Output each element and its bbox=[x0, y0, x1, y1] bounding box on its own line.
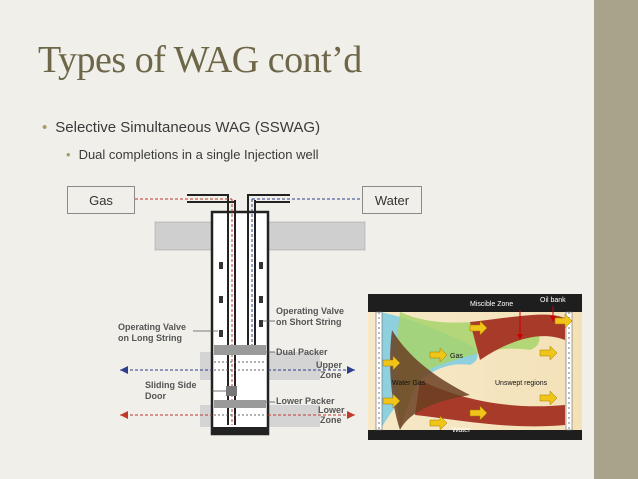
bullet-level-2: • Dual completions in a single Injection … bbox=[66, 147, 318, 162]
label-operating-valve-long-2: on Long String bbox=[118, 333, 182, 343]
bullet-dot: • bbox=[42, 119, 48, 136]
label-sliding-side-door: Sliding Side bbox=[145, 380, 197, 390]
lower-packer bbox=[214, 400, 266, 408]
bullet-text: Dual completions in a single Injection w… bbox=[78, 147, 319, 162]
label-lower-zone-2: Zone bbox=[320, 415, 342, 425]
label-operating-valve-long: Operating Valve bbox=[118, 322, 186, 332]
label-sliding-side-door-2: Door bbox=[145, 391, 166, 401]
label-dual-packer: Dual Packer bbox=[276, 347, 328, 357]
dual-packer bbox=[214, 345, 266, 355]
slide-title: Types of WAG cont’d bbox=[38, 39, 362, 81]
bullet-level-1: • Selective Simultaneous WAG (SSWAG) bbox=[42, 119, 320, 136]
label-lower-zone: Lower bbox=[318, 405, 345, 415]
label-upper-zone: Upper bbox=[316, 360, 343, 370]
bullet-text: Selective Simultaneous WAG (SSWAG) bbox=[55, 119, 321, 136]
sliding-side-door bbox=[226, 386, 237, 396]
label-operating-valve-short-2: on Short String bbox=[276, 317, 342, 327]
bullet-dot: • bbox=[66, 147, 71, 162]
decorative-side-bar bbox=[594, 0, 638, 479]
label-operating-valve-short: Operating Valve bbox=[276, 306, 344, 316]
water-label-box: Water bbox=[362, 186, 422, 214]
gas-label-box: Gas bbox=[67, 186, 135, 214]
label-upper-zone-2: Zone bbox=[320, 370, 342, 380]
label-lower-packer: Lower Packer bbox=[276, 396, 335, 406]
